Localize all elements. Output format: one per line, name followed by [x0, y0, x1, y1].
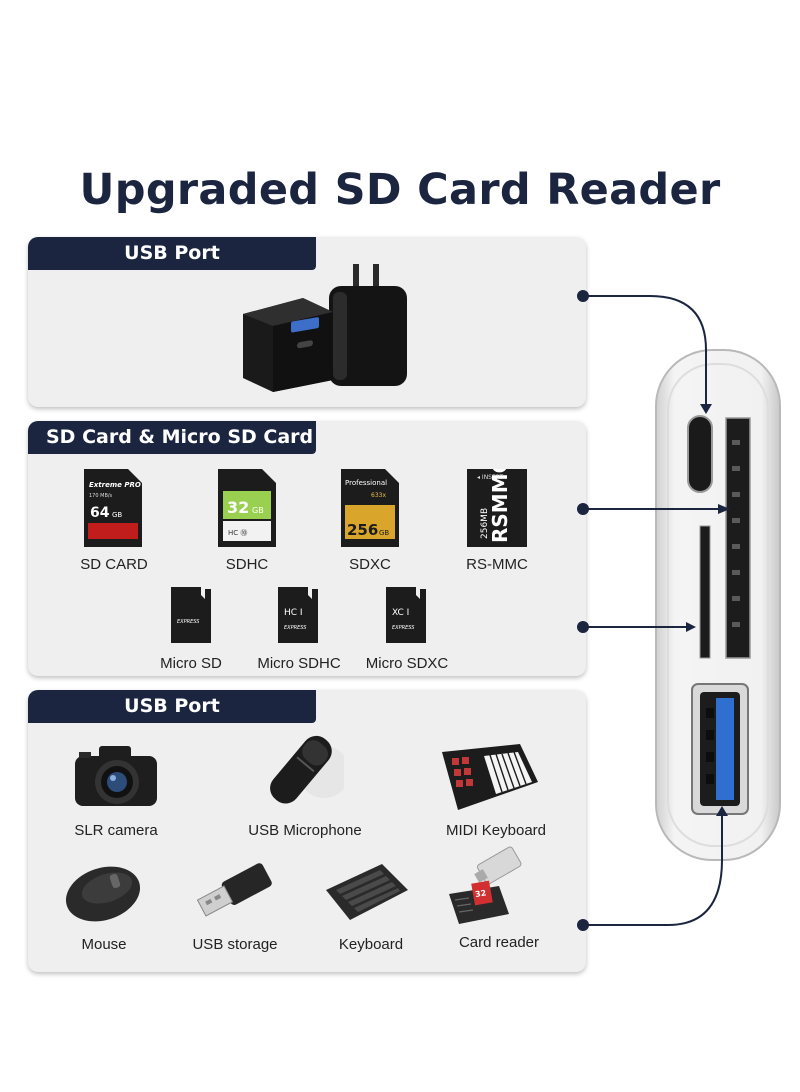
keyboard-icon — [326, 864, 408, 920]
device-label: USB Microphone — [248, 822, 362, 839]
card-label: SDHC — [225, 556, 269, 573]
section-tab: USB Port — [28, 237, 316, 270]
device-label: USB storage — [192, 936, 278, 953]
svg-text:Professional: Professional — [345, 479, 387, 487]
svg-text:GB: GB — [112, 511, 122, 519]
connector-dot — [577, 621, 589, 633]
connector-dot — [577, 290, 589, 302]
card-label: RS-MMC — [466, 556, 528, 573]
sd-card-icon: Extreme PRO 170 MB/s 64 GB — [84, 469, 142, 547]
device-label: Card reader — [458, 934, 540, 951]
micro-sd-icon: EXPRESS — [171, 587, 211, 643]
svg-text:Extreme PRO: Extreme PRO — [89, 481, 141, 489]
svg-text:256: 256 — [347, 521, 378, 539]
svg-text:EXPRESS: EXPRESS — [392, 625, 415, 631]
page-title: Upgraded SD Card Reader — [79, 165, 721, 215]
svg-text:32: 32 — [474, 888, 487, 899]
svg-text:633x: 633x — [371, 492, 386, 499]
device-label: Mouse — [81, 936, 127, 953]
svg-text:EXPRESS: EXPRESS — [177, 619, 200, 625]
svg-text:GB: GB — [252, 506, 264, 515]
svg-text:XC I: XC I — [392, 608, 409, 618]
svg-text:64: 64 — [90, 505, 110, 521]
rs-mmc-card-icon: ◂ INSERT RSMMC 256MB — [467, 469, 527, 547]
connector-dot — [577, 919, 589, 931]
usb-drive-icon — [196, 863, 272, 917]
micro-card-label: Micro SD — [160, 655, 222, 672]
device-label: SLR camera — [74, 822, 158, 839]
svg-text:◂ INSERT: ◂ INSERT — [477, 474, 504, 481]
card-reader-device — [655, 349, 781, 861]
mouse-icon — [65, 866, 141, 922]
sd-card-panel: SD Card & Micro SD Card Extreme PRO 170 … — [28, 421, 586, 676]
microphone-icon — [270, 735, 344, 804]
section-tab: USB Port — [28, 690, 316, 723]
usb-port-panel-top: USB Port — [28, 237, 586, 407]
svg-text:HC I: HC I — [284, 608, 303, 618]
sdxc-card-icon: Professional 633x 256 GB — [341, 469, 399, 547]
card-label: SD CARD — [80, 556, 148, 573]
device-label: Keyboard — [338, 936, 404, 953]
midi-keyboard-icon — [442, 744, 538, 810]
connector-dot — [577, 503, 589, 515]
usb-port-panel-bottom: USB Port SLR camera USB Microphone — [28, 690, 586, 972]
svg-text:RSMMC: RSMMC — [488, 469, 512, 543]
charger-icon — [243, 264, 407, 392]
svg-text:GB: GB — [379, 529, 389, 537]
sdhc-card-icon: 32 GB HC ⓾ — [218, 469, 276, 547]
micro-sdhc-icon: HC I EXPRESS — [278, 587, 318, 643]
micro-card-label: Micro SDHC — [257, 655, 341, 672]
micro-sdxc-icon: XC I EXPRESS — [386, 587, 426, 643]
section-tab: SD Card & Micro SD Card — [28, 421, 316, 454]
card-reader-icon: 32 — [449, 846, 522, 924]
svg-text:EXPRESS: EXPRESS — [284, 625, 307, 631]
svg-text:256MB: 256MB — [480, 508, 490, 539]
micro-card-label: Micro SDXC — [365, 655, 449, 672]
device-label: MIDI Keyboard — [445, 822, 547, 839]
svg-text:170 MB/s: 170 MB/s — [89, 493, 113, 499]
svg-text:32: 32 — [227, 498, 249, 517]
card-label: SDXC — [349, 556, 391, 573]
camera-icon — [75, 746, 157, 806]
svg-text:HC ⓾: HC ⓾ — [228, 528, 247, 537]
